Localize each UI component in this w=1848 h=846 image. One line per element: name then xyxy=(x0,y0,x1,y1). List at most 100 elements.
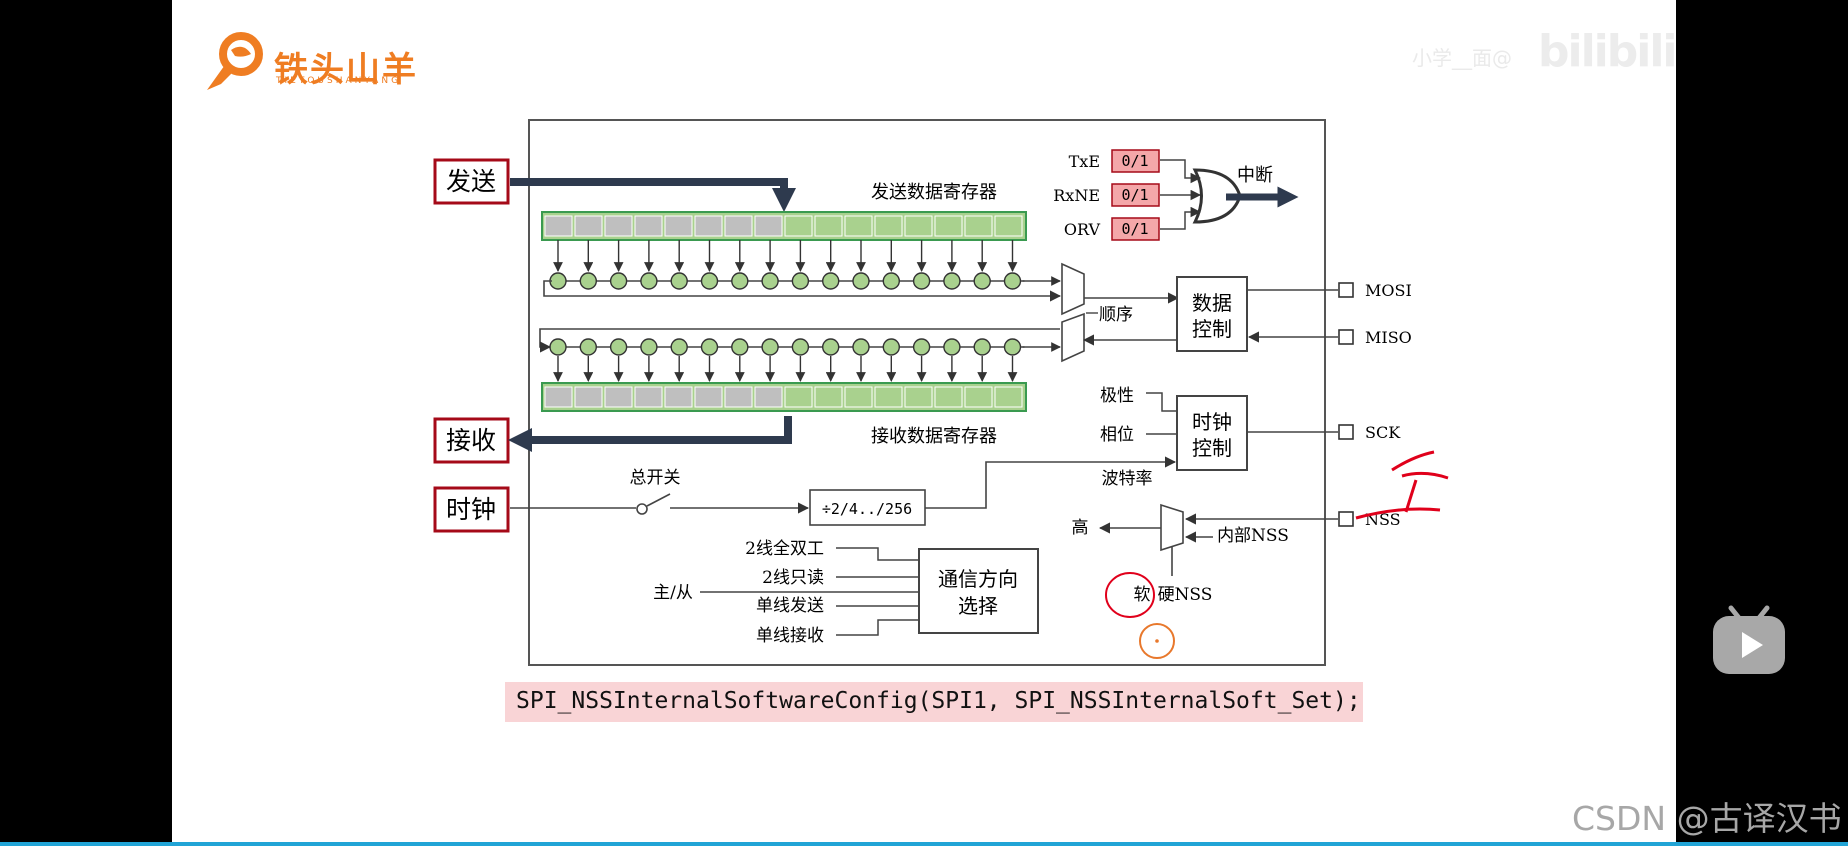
clock-label: 时钟 xyxy=(433,486,510,533)
csdn-watermark: CSDN @古译汉书 xyxy=(1572,799,1842,838)
svg-text:数据: 数据 xyxy=(1192,291,1232,315)
soft-nss-label: 软 xyxy=(1134,585,1151,605)
shift-bit xyxy=(882,338,900,356)
register-bit xyxy=(604,215,633,237)
pin-label: SCK xyxy=(1365,423,1401,442)
pin-terminal xyxy=(1338,329,1354,345)
shift-bit xyxy=(943,272,961,290)
register-bit xyxy=(784,386,813,408)
clock-divider: ÷2/4../256 xyxy=(809,489,926,526)
shift-bit xyxy=(882,272,900,290)
register-bit xyxy=(754,386,783,408)
code-snippet: SPI_NSSInternalSoftwareConfig(SPI1, SPI_… xyxy=(505,682,1363,722)
direction-select-block: 通信方向 选择 xyxy=(918,548,1039,634)
register-bit xyxy=(634,215,663,237)
shift-bit xyxy=(609,338,628,356)
shift-bit xyxy=(822,338,840,356)
svg-text:选择: 选择 xyxy=(958,594,998,618)
pin-label: MISO xyxy=(1365,328,1412,347)
data-control-block: 数据 控制 xyxy=(1176,276,1248,352)
register-bit xyxy=(574,386,603,408)
register-bit xyxy=(994,386,1023,408)
clock-control-block: 时钟 控制 xyxy=(1176,395,1248,471)
shift-bit xyxy=(973,272,991,290)
rx-data-register xyxy=(541,382,1027,412)
shift-bit xyxy=(1003,338,1022,356)
diagram-frame xyxy=(528,119,1326,666)
pin-terminal xyxy=(1338,282,1354,298)
flag-name: TxE xyxy=(1069,152,1100,171)
brand-subtitle: TIETOUSHANYANG xyxy=(276,76,402,86)
register-bit xyxy=(664,386,693,408)
or-gate xyxy=(1192,168,1242,224)
order-label: 顺序 xyxy=(1099,305,1133,325)
play-icon[interactable] xyxy=(1709,598,1789,678)
svg-text:通信方向: 通信方向 xyxy=(938,567,1018,591)
shift-bit xyxy=(852,272,870,290)
flag-value: 0/1 xyxy=(1121,220,1148,238)
svg-text:发送: 发送 xyxy=(446,167,496,196)
svg-text:时钟: 时钟 xyxy=(446,495,496,524)
direction-mode: 2线只读 xyxy=(762,568,824,588)
nss-mux xyxy=(1160,503,1184,552)
register-bit xyxy=(934,386,963,408)
register-bit xyxy=(574,215,603,237)
register-bit xyxy=(544,215,573,237)
flag-value: 0/1 xyxy=(1121,186,1148,204)
flag-name: RxNE xyxy=(1053,186,1100,205)
shift-bit xyxy=(943,338,961,356)
polarity-label: 极性 xyxy=(1100,386,1134,406)
progress-line xyxy=(0,842,1848,846)
svg-text:÷2/4../256: ÷2/4../256 xyxy=(822,500,912,518)
master-switch xyxy=(636,503,648,515)
register-bit xyxy=(544,386,573,408)
pin-terminal xyxy=(1338,511,1354,527)
tx-register-label: 发送数据寄存器 xyxy=(871,182,997,203)
register-bit xyxy=(964,386,993,408)
phase-label: 相位 xyxy=(1100,425,1134,445)
register-bit xyxy=(814,215,843,237)
register-bit xyxy=(874,215,903,237)
shift-bit xyxy=(912,338,931,356)
shift-bit xyxy=(731,272,749,290)
shift-bit xyxy=(761,338,779,356)
cursor-marker xyxy=(1139,623,1175,659)
uploader-watermark: 小学__面@ xyxy=(1412,46,1512,70)
master-slave-label: 主/从 xyxy=(653,583,693,603)
register-bit xyxy=(994,215,1023,237)
shift-bit xyxy=(791,338,810,356)
annotation-scribble xyxy=(1355,450,1449,520)
shift-bit xyxy=(912,272,931,290)
register-bit xyxy=(814,386,843,408)
tx-shift-chain xyxy=(549,240,1061,290)
tx-mux xyxy=(1061,262,1085,316)
hard-nss-label: 硬NSS xyxy=(1158,585,1213,605)
register-bit xyxy=(904,215,933,237)
rx-label: 接收 xyxy=(433,417,510,464)
direction-mode: 单线发送 xyxy=(756,596,824,616)
rx-output-arrow xyxy=(508,416,792,452)
register-bit xyxy=(634,386,663,408)
annotation-circle xyxy=(1105,572,1155,618)
high-label: 高 xyxy=(1072,518,1089,538)
shift-bit xyxy=(579,272,597,290)
tx-data-register xyxy=(541,211,1027,241)
register-bit xyxy=(724,386,753,408)
shift-bit xyxy=(609,272,628,290)
shift-bit xyxy=(670,272,688,290)
shift-bit xyxy=(973,338,991,356)
shift-bit xyxy=(761,272,779,290)
shift-bit xyxy=(1003,272,1022,290)
shift-bit xyxy=(640,338,658,356)
register-bit xyxy=(844,386,873,408)
register-bit xyxy=(754,215,783,237)
direction-mode: 2线全双工 xyxy=(745,539,824,559)
shift-bit xyxy=(700,272,719,290)
shift-bit xyxy=(791,272,810,290)
pin-label: MOSI xyxy=(1365,281,1412,300)
shift-bit xyxy=(852,338,870,356)
register-bit xyxy=(874,386,903,408)
svg-text:控制: 控制 xyxy=(1192,317,1232,341)
